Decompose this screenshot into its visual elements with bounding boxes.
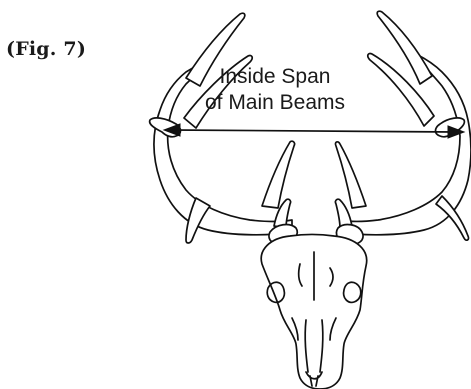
caption-line-1: Inside Span [200,65,350,89]
right-stub-tine [335,199,352,228]
figure-label: (Fig. 7) [6,38,86,60]
caption-line-2: of Main Beams [200,91,350,115]
left-brow-tine [262,141,295,208]
inside-span-arrow [164,124,464,138]
span-line [172,130,456,132]
right-antler [335,11,471,240]
deer-skull [261,235,366,389]
right-brow-tine [335,142,366,208]
